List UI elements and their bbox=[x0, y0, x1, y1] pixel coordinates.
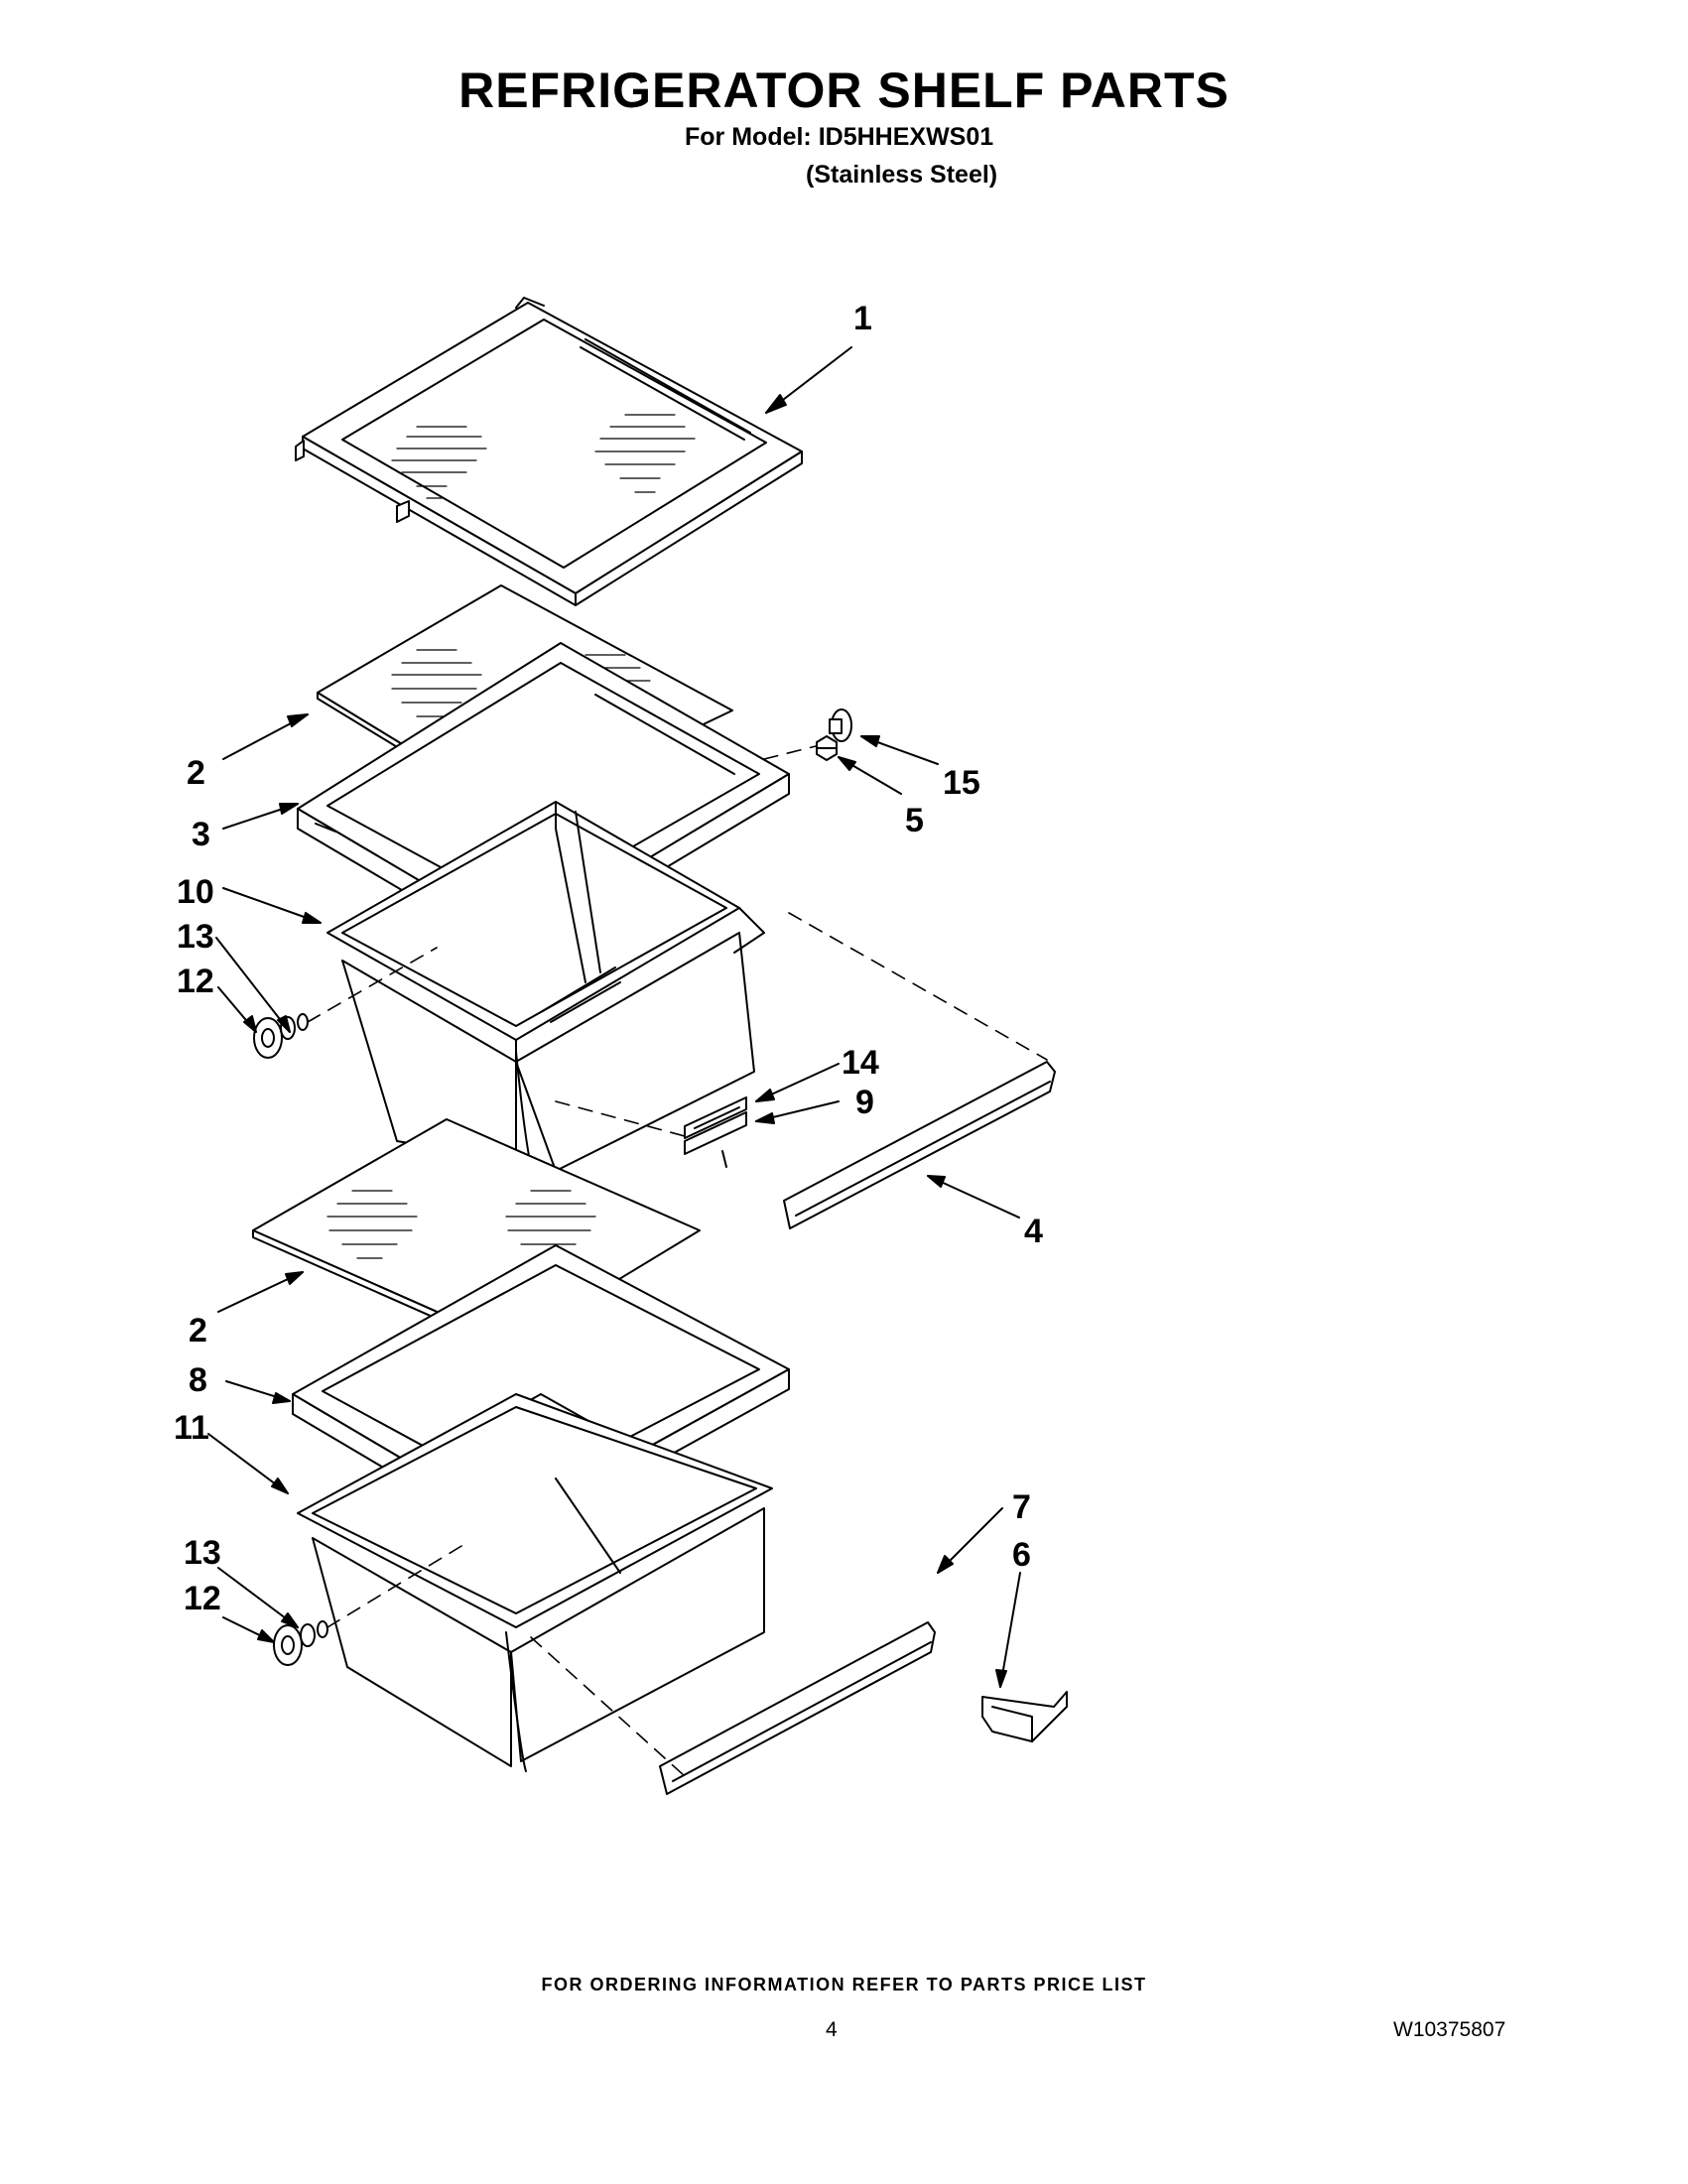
page-number: 4 bbox=[826, 2018, 838, 2041]
callout-4: 4 bbox=[1024, 1213, 1043, 1250]
callout-9: 9 bbox=[855, 1084, 874, 1121]
callout-13-lower: 13 bbox=[184, 1534, 221, 1572]
callout-7: 7 bbox=[1012, 1488, 1031, 1526]
callout-labels: 1 2 3 10 13 12 15 5 14 9 4 2 8 11 7 6 13… bbox=[174, 300, 1043, 1617]
top-shelf-part bbox=[295, 297, 803, 606]
model-line: For Model: ID5HHEXWS01 bbox=[685, 123, 994, 151]
page-title: REFRIGERATOR SHELF PARTS bbox=[458, 63, 1230, 118]
lower-roller-parts bbox=[273, 1620, 328, 1666]
callout-2-upper: 2 bbox=[187, 754, 205, 792]
callout-8: 8 bbox=[189, 1361, 207, 1399]
model-variant: (Stainless Steel) bbox=[806, 161, 998, 189]
callout-5: 5 bbox=[905, 802, 924, 839]
leader-lines bbox=[207, 346, 1021, 1688]
callout-15: 15 bbox=[943, 764, 980, 802]
callout-3: 3 bbox=[192, 816, 210, 853]
assembly-lines bbox=[307, 745, 1048, 1777]
screw-part-5 bbox=[816, 735, 838, 761]
bracket-part-9 bbox=[684, 1111, 747, 1168]
callout-1: 1 bbox=[853, 300, 872, 337]
callout-12-upper: 12 bbox=[177, 963, 214, 1000]
callout-10: 10 bbox=[177, 873, 214, 911]
upper-rail-part-4 bbox=[783, 1061, 1056, 1229]
callout-2-lower: 2 bbox=[189, 1312, 207, 1349]
callout-6: 6 bbox=[1012, 1536, 1031, 1574]
lower-crisper-drawer-part-11 bbox=[297, 1393, 773, 1772]
ordering-note: FOR ORDERING INFORMATION REFER TO PARTS … bbox=[541, 1975, 1147, 1994]
knob-part-15 bbox=[829, 708, 852, 742]
upper-crisper-drawer-part bbox=[326, 801, 765, 1182]
document-number: W10375807 bbox=[1393, 2018, 1506, 2041]
lower-rail-part-7 bbox=[659, 1621, 936, 1795]
clip-part-14 bbox=[684, 1096, 747, 1139]
callout-11: 11 bbox=[174, 1409, 209, 1447]
bracket-part-6 bbox=[981, 1691, 1068, 1742]
callout-12-lower: 12 bbox=[184, 1580, 221, 1617]
callout-14: 14 bbox=[842, 1044, 879, 1082]
callout-13-upper: 13 bbox=[177, 918, 214, 956]
